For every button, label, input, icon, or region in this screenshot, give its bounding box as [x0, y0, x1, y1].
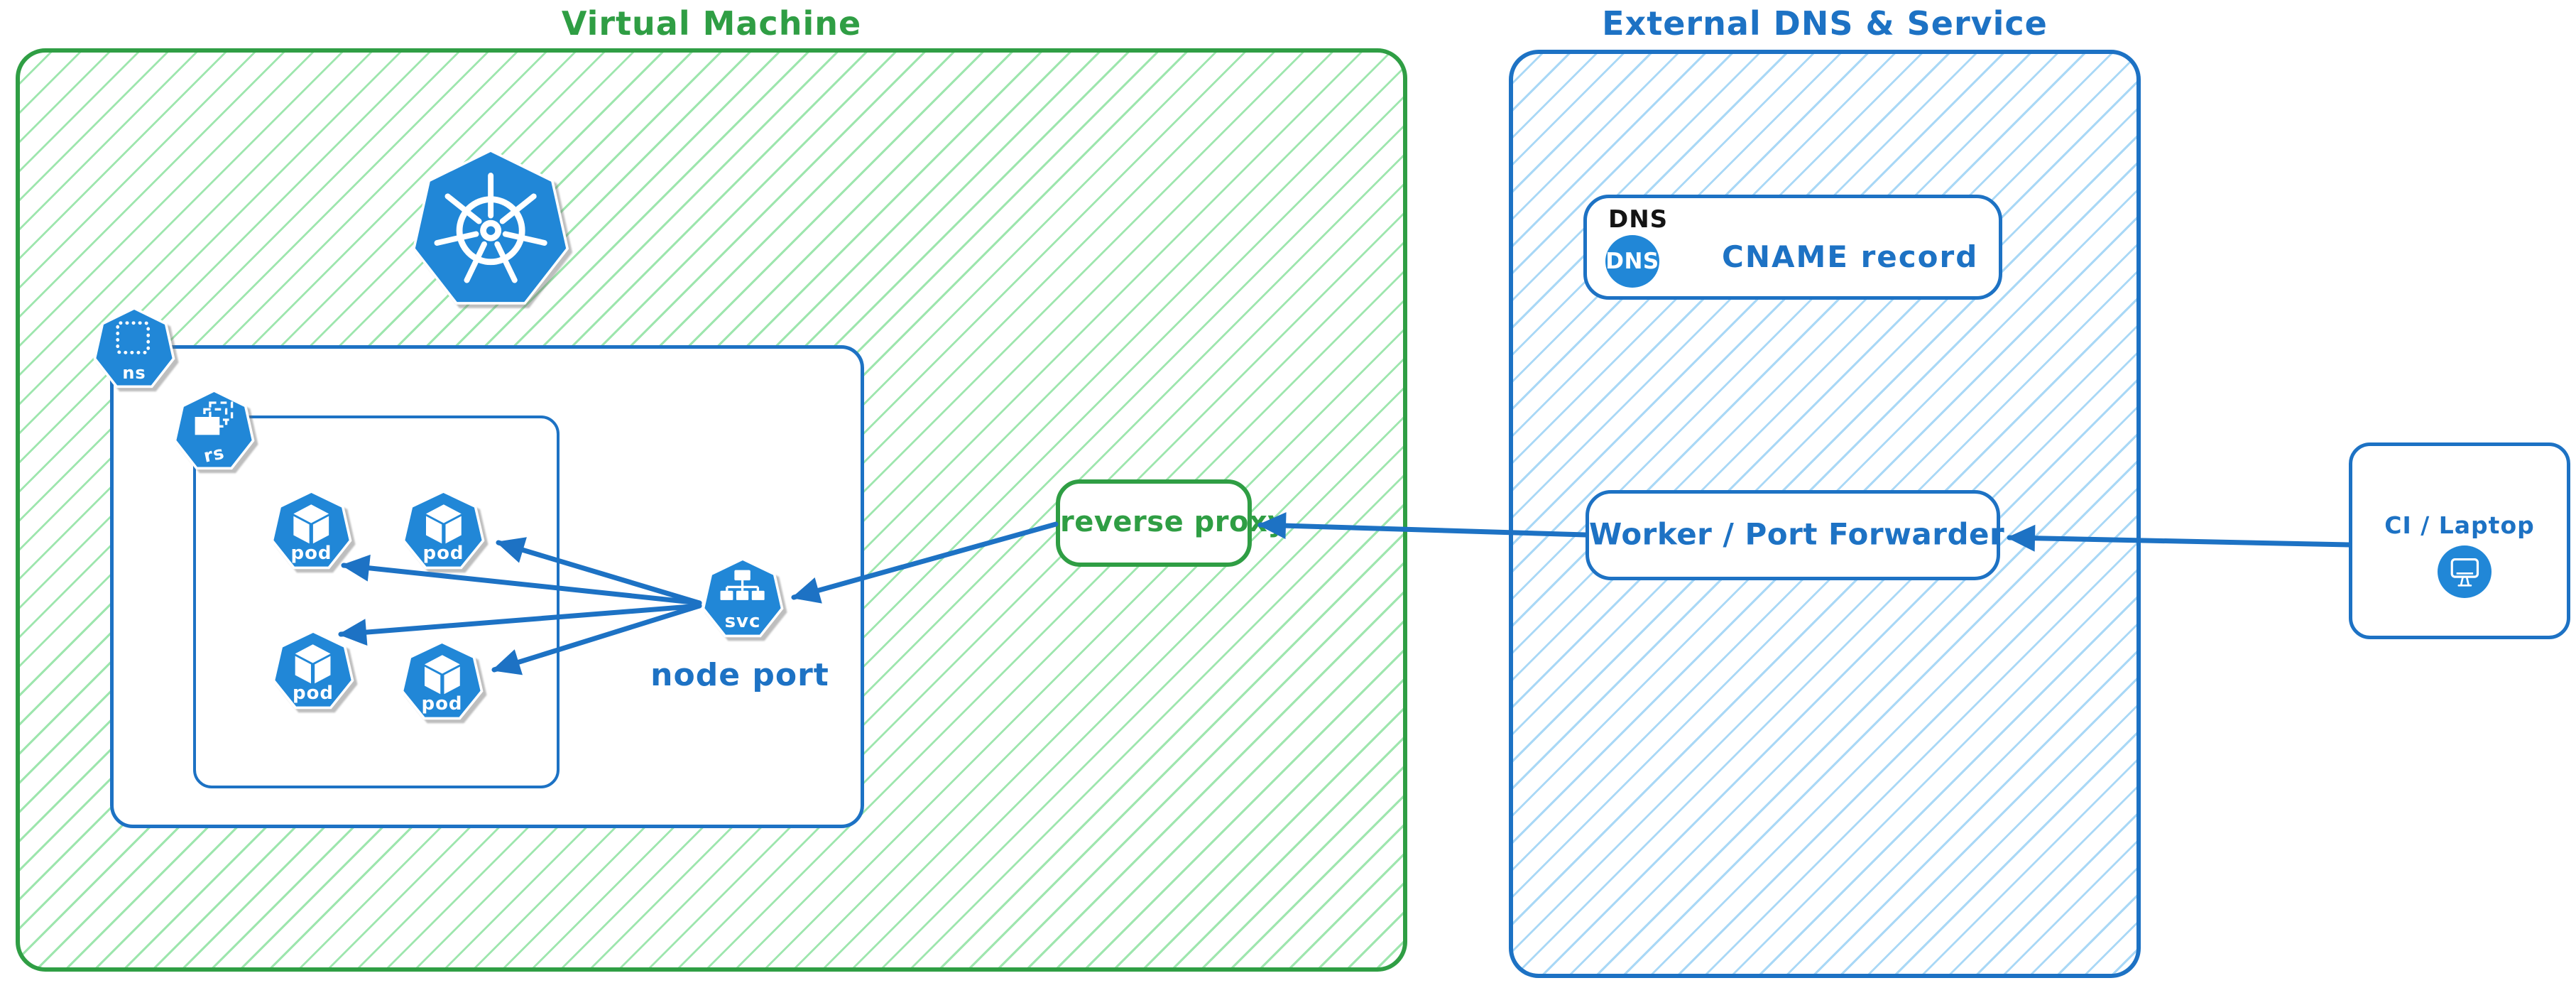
pod-icon: pod: [271, 630, 355, 713]
node-port-label: node port: [650, 657, 829, 693]
namespace-icon-label: ns: [122, 362, 146, 383]
reverse-proxy-label: reverse proxy: [1060, 505, 1287, 538]
pod-icon: pod: [400, 641, 484, 724]
service-icon: svc: [701, 558, 785, 641]
service-icon-label: svc: [724, 611, 761, 633]
pod-icon-label: pod: [290, 543, 332, 565]
dns-tag-label: DNS: [1608, 205, 1669, 234]
laptop-icon: [2438, 545, 2492, 598]
dns-icon: DNS: [1605, 235, 1659, 288]
cname-record-label: CNAME record: [1722, 239, 1979, 274]
reverse-proxy-box: reverse proxy: [1056, 479, 1287, 567]
pod-icon-label: pod: [421, 693, 463, 715]
dns-cname-box: DNS DNS CNAME record: [1583, 195, 2002, 300]
ci-laptop-label: CI / Laptop: [2384, 511, 2535, 539]
worker-port-forwarder-box: Worker / Port Forwarder: [1586, 490, 2005, 580]
cube-glyph: [425, 504, 462, 544]
cube-glyph: [293, 504, 329, 544]
kubernetes-logo-icon: [410, 149, 571, 313]
monitor-glyph: [2450, 558, 2479, 587]
vm-region-title: Virtual Machine: [561, 4, 862, 43]
helm-wheel-glyph: [434, 173, 547, 283]
replicaset-icon: rs: [173, 389, 256, 474]
dashed-square-glyph: [116, 320, 151, 354]
cube-glyph: [424, 655, 460, 695]
service-tree-glyph: [720, 570, 765, 601]
worker-port-forwarder-label: Worker / Port Forwarder: [1589, 516, 2005, 552]
pod-icon-label: pod: [292, 683, 334, 705]
replicaset-glyph: [195, 401, 234, 435]
ci-laptop-box: CI / Laptop: [2349, 442, 2570, 639]
namespace-icon: ns: [92, 307, 176, 392]
pod-icon: pod: [401, 490, 486, 573]
dns-icon-label: DNS: [1605, 249, 1659, 274]
pod-icon-label: pod: [422, 543, 464, 565]
cube-glyph: [295, 644, 331, 684]
external-region-title: External DNS & Service: [1602, 4, 2048, 43]
pod-icon: pod: [270, 490, 353, 573]
